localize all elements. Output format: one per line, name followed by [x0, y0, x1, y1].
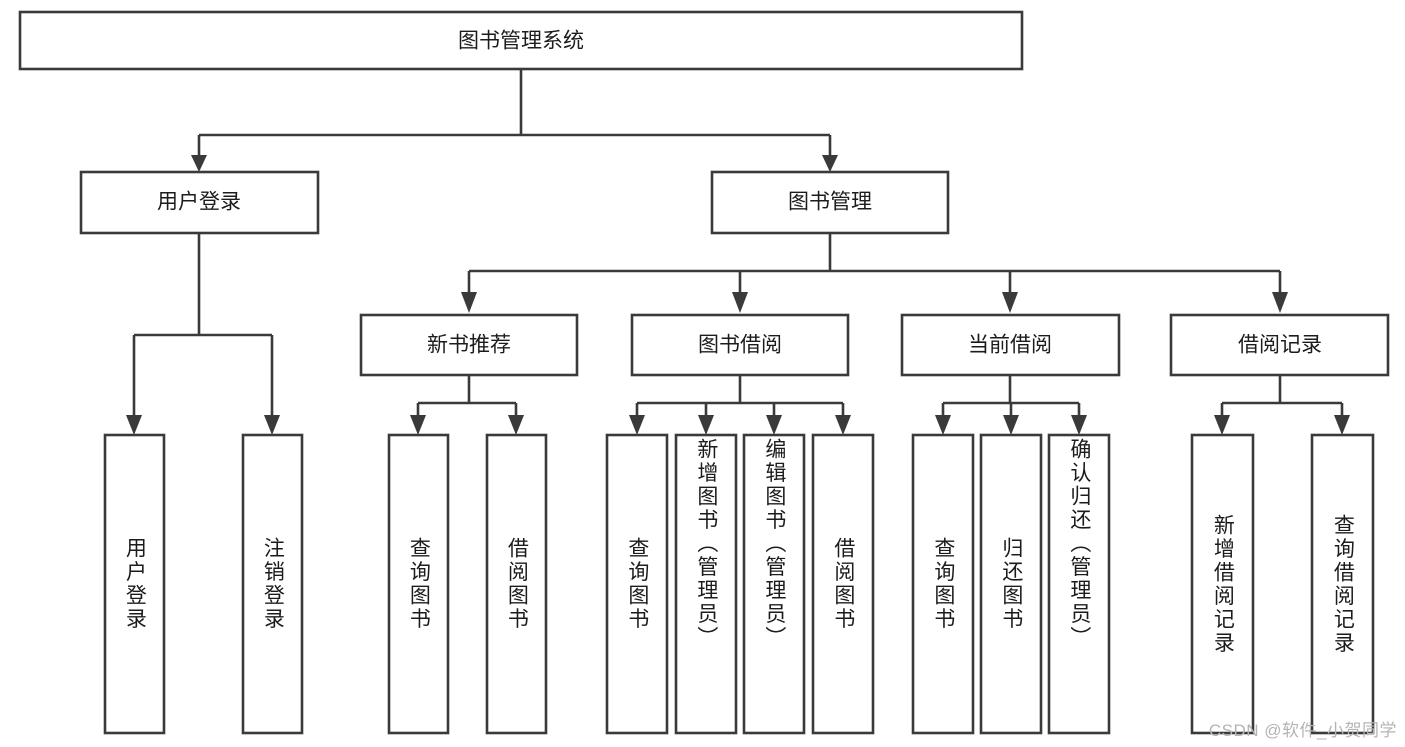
node-root[interactable]	[18, 10, 1024, 71]
node-new-book-recommend[interactable]	[359, 313, 579, 377]
arrow-head-leaf-logout	[264, 415, 280, 435]
arrow-head-cb-leaf-3	[1071, 415, 1087, 435]
arrow-head-current-borrow	[1002, 292, 1018, 313]
leaf-book-borrow-0[interactable]	[605, 433, 669, 735]
node-book-borrow[interactable]	[630, 313, 850, 377]
leaf-user-login-0[interactable]	[103, 433, 166, 735]
arrow-head-new-book	[461, 292, 477, 313]
arrow-head-cb-leaf-1	[935, 415, 951, 435]
node-book-borrow-label: 图书借阅	[698, 334, 782, 357]
arrow-head-borrow-record	[1272, 292, 1288, 313]
leaf-borrow-record-1[interactable]	[1310, 433, 1375, 735]
leaf-new-book-1[interactable]	[485, 433, 548, 735]
node-user-login-label: 用户登录	[157, 191, 241, 214]
node-layer: 图书管理系统 用户登录 图书管理 新书推荐 图书借阅 当前借阅 借阅记录	[18, 10, 1390, 735]
arrow-head-bb-leaf-3	[766, 415, 782, 435]
leaf-current-borrow-2[interactable]	[1047, 433, 1111, 735]
arrow-head-br-leaf-1	[1214, 415, 1230, 435]
node-user-login[interactable]	[79, 170, 320, 235]
arrow-head-user-login	[191, 155, 207, 172]
node-root-label: 图书管理系统	[458, 30, 584, 53]
leaf-user-login-1[interactable]	[241, 433, 304, 735]
node-new-book-recommend-label: 新书推荐	[427, 334, 511, 357]
node-current-borrow-label: 当前借阅	[968, 334, 1052, 357]
arrow-head-nb-leaf-1	[410, 415, 426, 435]
connector-layer	[126, 69, 1350, 435]
leaf-book-borrow-2[interactable]	[742, 433, 806, 735]
arrow-head-bb-leaf-1	[629, 415, 645, 435]
node-borrow-record[interactable]	[1169, 313, 1390, 377]
arrow-head-leaf-user-login	[126, 415, 142, 435]
arrow-head-cb-leaf-2	[1003, 415, 1019, 435]
arrow-head-book-mgmt	[822, 155, 838, 172]
leaf-current-borrow-1[interactable]	[979, 433, 1043, 735]
node-current-borrow[interactable]	[900, 313, 1121, 377]
arrow-head-bb-leaf-2	[698, 415, 714, 435]
leaf-current-borrow-0[interactable]	[911, 433, 975, 735]
node-book-management-label: 图书管理	[788, 191, 872, 214]
node-book-management[interactable]	[710, 170, 950, 235]
arrow-head-nb-leaf-2	[508, 415, 524, 435]
leaf-book-borrow-3[interactable]	[811, 433, 875, 735]
leaf-book-borrow-1[interactable]	[674, 433, 738, 735]
arrow-head-bb-leaf-4	[835, 415, 851, 435]
arrow-head-book-borrow	[732, 292, 748, 313]
leaf-new-book-0[interactable]	[387, 433, 450, 735]
arrow-head-br-leaf-2	[1334, 415, 1350, 435]
csdn-watermark: CSDN @软件_小贺同学	[1208, 721, 1397, 740]
leaf-borrow-record-0[interactable]	[1190, 433, 1255, 735]
node-borrow-record-label: 借阅记录	[1238, 334, 1322, 357]
